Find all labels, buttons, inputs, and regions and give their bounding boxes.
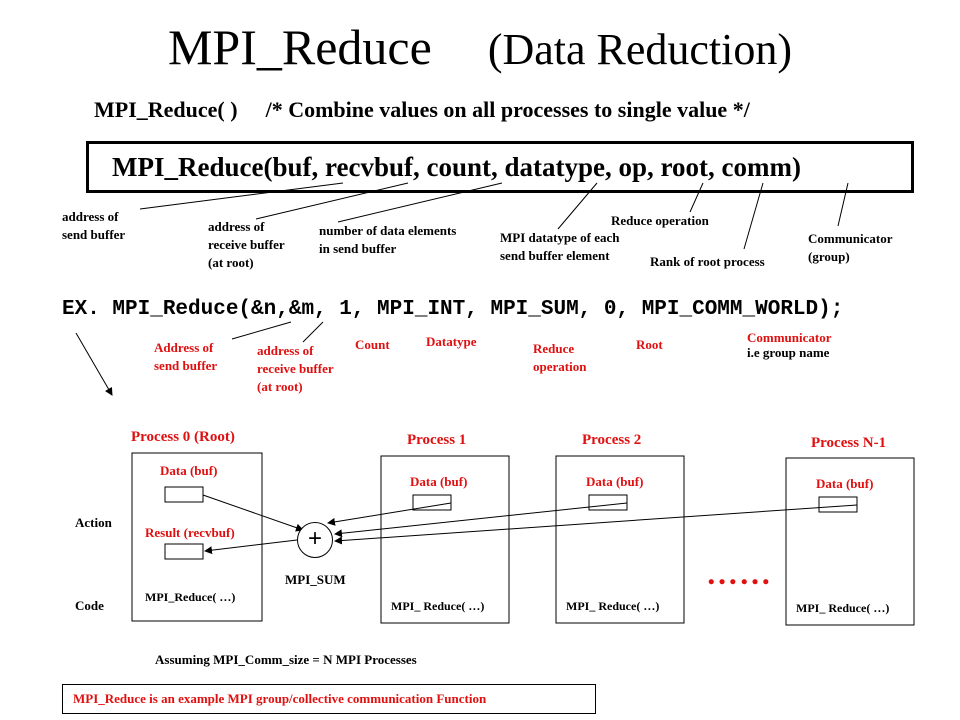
- process-2-code: MPI_ Reduce( …): [566, 599, 660, 613]
- subtitle-comment: /* Combine values on all processes to si…: [265, 97, 750, 122]
- operator-label: MPI_SUM: [285, 572, 346, 587]
- ex-label-datatype: Datatype: [426, 334, 477, 349]
- process-1-data-label: Data (buf): [410, 474, 468, 489]
- process-n-title: Process N-1: [811, 435, 887, 451]
- note-box: MPI_Reduce is an example MPI group/colle…: [62, 684, 596, 714]
- process-2-title: Process 2: [582, 432, 642, 448]
- ellipsis: ……: [706, 555, 772, 591]
- assumption-text: Assuming MPI_Comm_size = N MPI Processes: [155, 652, 417, 667]
- signature-text: MPI_Reduce(buf, recvbuf, count, datatype…: [112, 152, 801, 182]
- process-n-data-label: Data (buf): [816, 476, 874, 491]
- subtitle: MPI_Reduce( ) /* Combine values on all pr…: [94, 97, 750, 123]
- page-title: MPI_Reduce (Data Reduction): [0, 18, 960, 76]
- process-0-title: Process 0 (Root): [131, 429, 235, 445]
- process-0-code: MPI_Reduce( …): [145, 590, 236, 604]
- process-0-data-label: Data (buf): [160, 463, 218, 478]
- title-sub: (Data Reduction): [487, 25, 793, 74]
- process-n-code: MPI_ Reduce( …): [796, 601, 890, 615]
- example-call: EX. MPI_Reduce(&n,&m, 1, MPI_INT, MPI_SU…: [62, 298, 844, 321]
- title-main: MPI_Reduce: [167, 19, 432, 75]
- callout-buf: [139, 182, 344, 210]
- label-op: Reduce operation: [611, 213, 709, 228]
- process-1-code: MPI_ Reduce( …): [391, 599, 485, 613]
- ex-label-count: Count: [355, 337, 390, 352]
- process-1-title: Process 1: [407, 432, 467, 448]
- process-2-data-label: Data (buf): [586, 474, 644, 489]
- row-label-code: Code: [75, 598, 104, 613]
- process-0-result-label: Result (recvbuf): [145, 525, 235, 540]
- subtitle-func: MPI_Reduce( ): [94, 97, 238, 122]
- ex-label-root: Root: [636, 337, 663, 352]
- label-comm: Communicator(group): [808, 231, 893, 264]
- label-root: Rank of root process: [650, 254, 765, 269]
- row-label-action: Action: [75, 515, 112, 530]
- signature-box: [86, 141, 914, 193]
- sum-operator-icon: +: [297, 522, 333, 558]
